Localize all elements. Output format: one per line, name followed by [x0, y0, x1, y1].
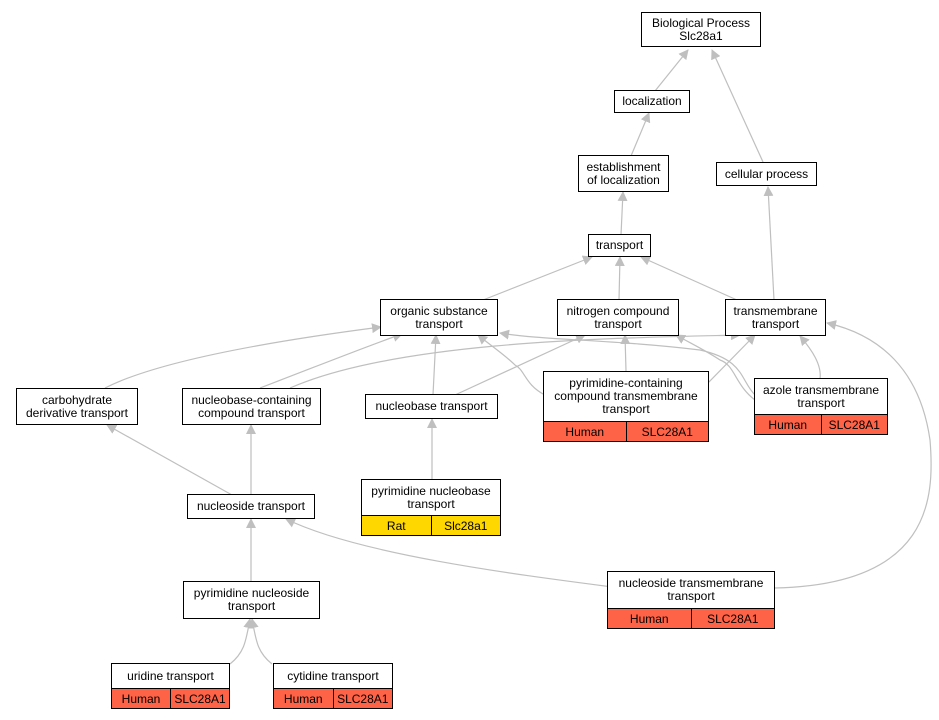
edge-organic-to-transport [482, 255, 593, 301]
annotation-row: Human SLC28A1 [112, 688, 229, 708]
node-label: nucleoside transport [196, 499, 306, 513]
node-biological-process[interactable]: Biological Process Slc28a1 [641, 12, 761, 47]
species-tag: Human [283, 691, 323, 706]
edge-pyrimidine-containing-to-nitrogen [620, 334, 631, 372]
annotation-row: Rat Slc28a1 [362, 515, 500, 535]
edge-nucleoside-transmembrane-to-transmembrane [773, 320, 932, 589]
node-label: localization [622, 94, 682, 108]
node-label: azole transmembrane transport [762, 382, 880, 410]
annotation-row: Human SLC28A1 [755, 414, 887, 434]
node-nucleobase-containing-compound-transport[interactable]: nucleobase-containing compound transport [182, 388, 321, 425]
annotation-row: Human SLC28A1 [544, 421, 708, 441]
edge-uridine-to-pyrimidine-nucleoside [229, 618, 254, 665]
gene-tag: Slc28a1 [430, 516, 501, 535]
edge-azole-to-organic [499, 329, 756, 396]
edge-transmembrane-to-cellular-process [763, 186, 775, 301]
edge-nucleobase-transport-to-nitrogen [454, 334, 586, 396]
node-label: pyrimidine nucleobase transport [371, 483, 491, 511]
gene-tag: SLC28A1 [820, 415, 888, 434]
edge-transmembrane-to-transport [640, 256, 738, 301]
node-label: nucleoside transmembrane transport [618, 576, 764, 603]
node-label: establishment of localization [586, 159, 661, 187]
node-pyrimidine-containing-compound-transmembrane-transport[interactable]: pyrimidine-containing compound transmemb… [543, 371, 709, 442]
node-nucleobase-transport[interactable]: nucleobase transport [365, 394, 498, 419]
node-localization[interactable]: localization [614, 90, 690, 113]
annotation-row: Human SLC28A1 [274, 688, 392, 708]
node-nucleoside-transport[interactable]: nucleoside transport [187, 494, 315, 519]
edge-establishment-to-localization [630, 112, 651, 157]
node-organic-substance-transport[interactable]: organic substance transport [380, 299, 498, 336]
node-transmembrane-transport[interactable]: transmembrane transport [725, 299, 826, 336]
node-label: cellular process [724, 166, 809, 181]
node-cytidine-transport[interactable]: cytidine transport Human SLC28A1 [273, 663, 393, 709]
edge-transport-to-establishment [617, 191, 628, 236]
edge-pyrimidine-containing-to-organic [477, 334, 546, 396]
node-azole-transmembrane-transport[interactable]: azole transmembrane transport Human SLC2… [754, 378, 888, 435]
annotation-row: Human SLC28A1 [608, 608, 774, 628]
node-pyrimidine-nucleobase-transport[interactable]: pyrimidine nucleobase transport Rat Slc2… [361, 479, 501, 536]
node-label: nucleobase transport [375, 399, 488, 413]
edge-cytidine-to-pyrimidine-nucleoside [248, 618, 273, 665]
edge-nucleoside-transmembrane-to-nucleoside [285, 518, 621, 589]
node-label: transport [595, 238, 644, 252]
edge-nucleobase-transport-to-organic [430, 334, 441, 396]
node-label: uridine transport [127, 668, 214, 683]
edge-azole-to-nitrogen [675, 334, 756, 401]
species-tag: Human [121, 691, 161, 706]
edge-nitrogen-to-transport [614, 256, 625, 301]
node-label: Biological Process Slc28a1 [651, 15, 751, 43]
node-label: transmembrane transport [733, 303, 818, 331]
node-cellular-process[interactable]: cellular process [716, 162, 817, 186]
species-tag: Human [565, 424, 605, 439]
node-label: nitrogen compound transport [566, 303, 670, 331]
species-tag: Human [629, 611, 669, 626]
gene-tag: SLC28A1 [625, 422, 709, 441]
node-pyrimidine-nucleoside-transport[interactable]: pyrimidine nucleoside transport [183, 581, 320, 619]
node-nucleoside-transmembrane-transport[interactable]: nucleoside transmembrane transport Human… [607, 571, 775, 629]
node-label: pyrimidine nucleoside transport [193, 586, 310, 613]
node-carbohydrate-derivative-transport[interactable]: carbohydrate derivative transport [16, 388, 138, 425]
node-establishment-of-localization[interactable]: establishment of localization [578, 155, 669, 192]
edge-nucleobase-containing-to-organic [259, 332, 403, 389]
species-tag: Rat [386, 518, 406, 533]
edge-pyrimidine-containing-to-transmembrane [705, 334, 756, 386]
edge-cellular-process-to-biological-process [711, 49, 764, 163]
node-label: organic substance transport [390, 303, 488, 331]
node-transport[interactable]: transport [588, 234, 651, 257]
node-uridine-transport[interactable]: uridine transport Human SLC28A1 [111, 663, 230, 709]
edge-azole-to-transmembrane [799, 335, 821, 380]
edge-carbohydrate-to-organic [104, 323, 382, 389]
edge-localization-to-biological-process [654, 49, 689, 92]
gene-tag: SLC28A1 [170, 689, 229, 708]
gene-tag: SLC28A1 [690, 609, 775, 628]
node-label: cytidine transport [287, 668, 379, 683]
species-tag: Human [768, 417, 808, 432]
gene-tag: SLC28A1 [332, 689, 393, 708]
node-label: pyrimidine-containing compound transmemb… [554, 376, 698, 416]
node-nitrogen-compound-transport[interactable]: nitrogen compound transport [557, 299, 679, 336]
node-label: nucleobase-containing compound transport [191, 392, 312, 420]
node-label: carbohydrate derivative transport [25, 392, 129, 420]
edge-nucleoside-to-carbohydrate [106, 424, 233, 496]
